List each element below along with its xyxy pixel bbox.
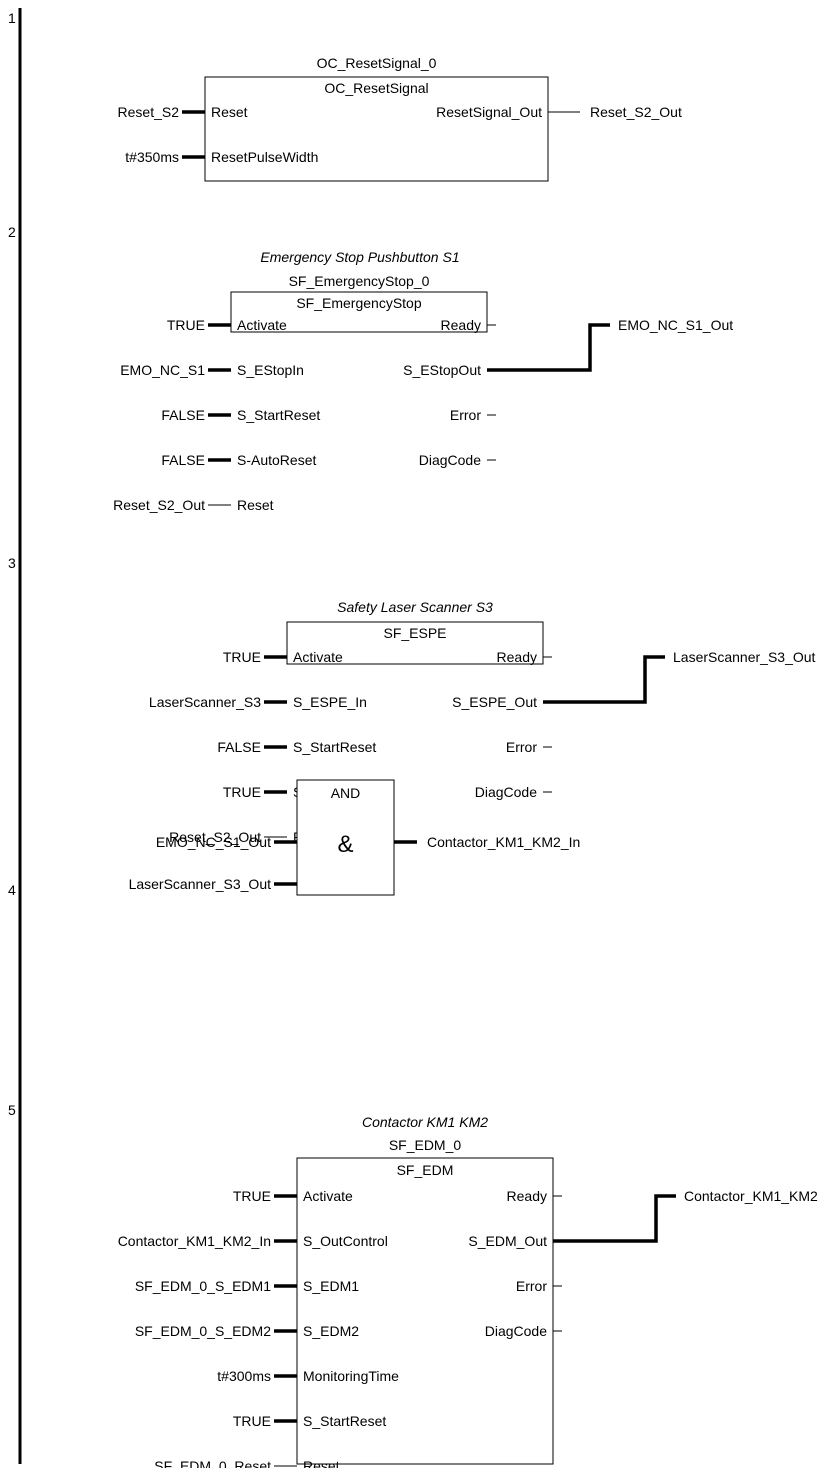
input-pin-activate: Activate xyxy=(237,317,287,333)
input-variable-contactor-km1-km2-in: Contactor_KM1_KM2_In xyxy=(118,1233,271,1249)
input-variable-laserscanner-s3: LaserScanner_S3 xyxy=(149,694,261,710)
output-pin-s-espe-out: S_ESPE_Out xyxy=(452,694,537,710)
function-block-sf-espe[interactable] xyxy=(286,621,544,665)
output-pin-error: Error xyxy=(506,739,537,755)
input-pin-reset: Reset xyxy=(303,1458,340,1468)
input-variable-true: TRUE xyxy=(167,317,205,333)
input-pin-s-startreset: S_StartReset xyxy=(237,407,320,423)
network-comment: Contactor KM1 KM2 xyxy=(362,1114,488,1130)
input-variable-emo-nc-s1: EMO_NC_S1 xyxy=(120,362,205,378)
input-pin-s-estopin: S_EStopIn xyxy=(237,362,304,378)
input-variable-reset-s2: Reset_S2 xyxy=(118,104,180,120)
output-wire-s-espe-out xyxy=(543,655,665,704)
input-variable-reset-s2-out: Reset_S2_Out xyxy=(113,497,205,513)
input-pin-s-startreset: S_StartReset xyxy=(303,1413,386,1429)
output-pin-error: Error xyxy=(516,1278,547,1294)
input-variable-true: TRUE xyxy=(223,649,261,665)
output-variable-contactor-km1-km2: Contactor_KM1_KM2 xyxy=(684,1188,818,1204)
input-variable-sf-edm-0-s-edm2: SF_EDM_0_S_EDM2 xyxy=(135,1323,271,1339)
input-variable-reset-s2-out: Reset_S2_Out xyxy=(169,829,261,845)
output-pin-diagcode: DiagCode xyxy=(485,1323,547,1339)
output-variable-reset-s2-out: Reset_S2_Out xyxy=(590,104,682,120)
input-variable-t-350ms: t#350ms xyxy=(125,149,179,165)
output-wire-s-edm-out xyxy=(553,1194,676,1243)
output-pin-resetsignal-out: ResetSignal_Out xyxy=(436,104,542,120)
block-type-name: SF_ESPE xyxy=(383,625,446,641)
input-pin-s-edm1: S_EDM1 xyxy=(303,1278,359,1294)
input-variable-false: FALSE xyxy=(161,407,205,423)
block-instance-name: SF_EmergencyStop_0 xyxy=(289,273,430,289)
block-instance-name: SF_EDM_0 xyxy=(389,1137,462,1153)
output-pin-ready: Ready xyxy=(497,649,537,665)
network-number: 3 xyxy=(8,555,16,571)
input-variable-true: TRUE xyxy=(223,784,261,800)
output-pin-s-edm-out: S_EDM_Out xyxy=(468,1233,547,1249)
input-pin-s-startreset: S_StartReset xyxy=(293,739,376,755)
network-number: 2 xyxy=(8,224,16,240)
network-comment: Safety Laser Scanner S3 xyxy=(337,599,493,615)
input-variable-emo-nc-s1-out: EMO_NC_S1_Out xyxy=(156,834,271,850)
input-pin-s-espe-in: S_ESPE_In xyxy=(293,694,367,710)
input-variable-laserscanner-s3-out: LaserScanner_S3_Out xyxy=(129,876,272,892)
network-number: 5 xyxy=(8,1102,16,1118)
block-type-name: SF_EDM xyxy=(397,1162,454,1178)
block-instance-name: OC_ResetSignal_0 xyxy=(317,55,437,71)
block-type-name: SF_EmergencyStop xyxy=(296,295,421,311)
block-type-name: AND xyxy=(331,785,361,801)
function-block-sf-edm[interactable] xyxy=(296,1157,554,1465)
input-pin-s-edm2: S_EDM2 xyxy=(303,1323,359,1339)
input-variable-sf-edm-0-reset: SF_EDM_0_Reset xyxy=(154,1458,271,1468)
network-comment: Emergency Stop Pushbutton S1 xyxy=(260,249,459,265)
function-block-oc-resetsignal[interactable] xyxy=(204,76,549,182)
input-variable-true: TRUE xyxy=(233,1413,271,1429)
block-type-name: OC_ResetSignal xyxy=(324,80,428,96)
input-pin-activate: Activate xyxy=(303,1188,353,1204)
output-variable-contactor-km1-km2-in: Contactor_KM1_KM2_In xyxy=(427,834,580,850)
function-block-and[interactable] xyxy=(296,779,395,896)
input-pin-reset: Reset xyxy=(211,104,248,120)
input-variable-false: FALSE xyxy=(217,739,261,755)
input-pin-activate: Activate xyxy=(293,649,343,665)
output-pin-s-estopout: S_EStopOut xyxy=(403,362,481,378)
input-variable-false: FALSE xyxy=(161,452,205,468)
input-variable-sf-edm-0-s-edm1: SF_EDM_0_S_EDM1 xyxy=(135,1278,271,1294)
and-symbol: & xyxy=(337,831,353,858)
input-variable-t-300ms: t#300ms xyxy=(217,1368,271,1384)
output-variable-emo-nc-s1-out: EMO_NC_S1_Out xyxy=(618,317,733,333)
network-number: 4 xyxy=(8,882,16,898)
output-pin-error: Error xyxy=(450,407,481,423)
input-pin-reset: Reset xyxy=(237,497,274,513)
output-pin-ready: Ready xyxy=(441,317,481,333)
input-pin-monitoringtime: MonitoringTime xyxy=(303,1368,399,1384)
input-pin-s-autoreset: S-AutoReset xyxy=(237,452,316,468)
output-pin-diagcode: DiagCode xyxy=(419,452,481,468)
input-pin-resetpulsewidth: ResetPulseWidth xyxy=(211,149,318,165)
function-block-sf-emergencystop[interactable] xyxy=(230,291,488,333)
output-pin-ready: Ready xyxy=(507,1188,547,1204)
output-pin-diagcode: DiagCode xyxy=(475,784,537,800)
network-number: 1 xyxy=(8,10,16,26)
output-variable-laserscanner-s3-out: LaserScanner_S3_Out xyxy=(673,649,816,665)
input-pin-s-outcontrol: S_OutControl xyxy=(303,1233,388,1249)
output-wire-s-estopout xyxy=(487,323,610,372)
input-variable-true: TRUE xyxy=(233,1188,271,1204)
